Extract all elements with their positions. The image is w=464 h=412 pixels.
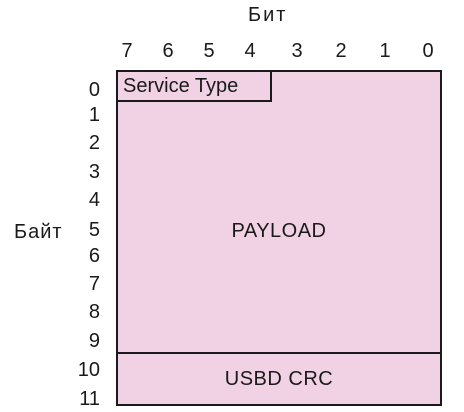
bit-label-5: 5: [203, 40, 215, 62]
bit-label-4: 4: [244, 40, 256, 62]
byte-label-1: 1: [88, 104, 100, 126]
byte-label-5: 5: [88, 219, 100, 241]
byte-label-6: 6: [88, 245, 100, 267]
byte-label-4: 4: [88, 189, 100, 211]
payload-field: PAYLOAD: [231, 220, 327, 242]
service-type-field: Service Type: [118, 72, 272, 102]
byte-label-0: 0: [88, 79, 100, 101]
byte-label-7: 7: [88, 273, 100, 295]
byte-label-2: 2: [88, 132, 100, 154]
bit-label-6: 6: [162, 40, 174, 62]
bit-label-3: 3: [291, 40, 303, 62]
byte-label-10: 10: [77, 359, 100, 381]
byte-label-3: 3: [88, 161, 100, 183]
bit-label-0: 0: [422, 40, 434, 62]
byte-axis-title: Байт: [14, 221, 63, 243]
bit-axis-title: Бит: [248, 4, 288, 26]
bit-label-7: 7: [121, 40, 133, 62]
crc-field: USBD CRC: [224, 368, 334, 390]
byte-label-11: 11: [79, 388, 100, 410]
packet-frame: Service Type PAYLOAD USBD CRC: [116, 70, 442, 406]
byte-label-8: 8: [88, 301, 100, 323]
bit-label-1: 1: [379, 40, 391, 62]
bit-label-2: 2: [335, 40, 347, 62]
crc-divider: [118, 352, 440, 354]
byte-label-9: 9: [88, 330, 100, 352]
